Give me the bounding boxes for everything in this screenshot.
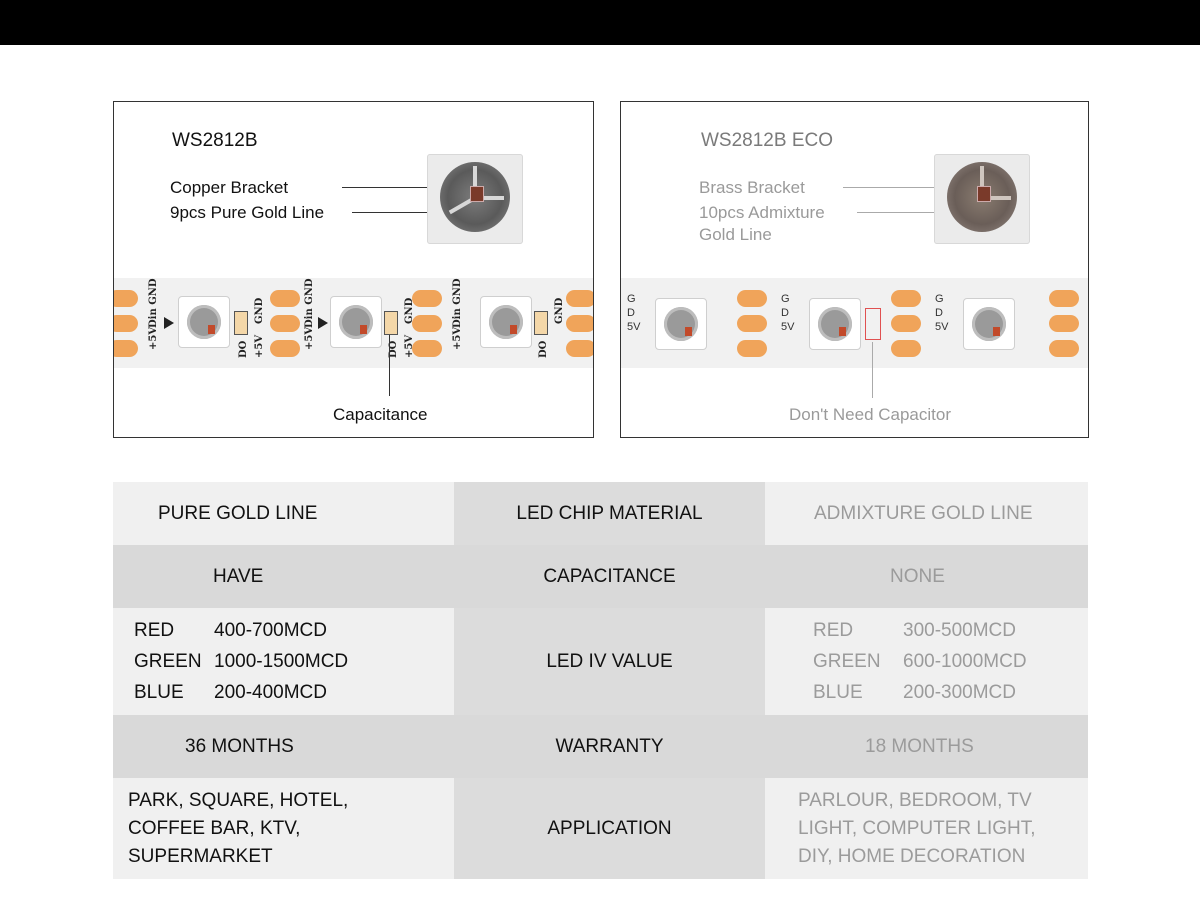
strip-label-din-gnd: Din GND xyxy=(148,278,159,328)
led-strip-closeup: G D 5V G D 5V G D 5V xyxy=(621,278,1088,368)
strip-led xyxy=(330,296,382,348)
strip-label-gnd: GND xyxy=(554,297,565,324)
cell-left: 36 MONTHS xyxy=(113,715,454,778)
chip-well xyxy=(947,162,1017,232)
label-gold-line: 9pcs Pure Gold Line xyxy=(170,203,325,222)
strip-label-gnd: GND xyxy=(254,297,265,324)
callout-no-capacitor: Don't Need Capacitor xyxy=(789,405,951,424)
cell-right: NONE xyxy=(765,545,1088,608)
led-strip-closeup: +5V Din GND DO GND +5V +5V Din GND DO GN… xyxy=(114,278,593,368)
callout-leader xyxy=(872,342,873,398)
panel-title: WS2812B ECO xyxy=(701,130,833,151)
strip-led xyxy=(655,298,707,350)
label-admixture: 10pcs Admixture xyxy=(699,203,825,222)
strip-label-din-gnd: Din GND xyxy=(452,278,463,328)
strip-label-do: DO xyxy=(538,340,549,358)
leader-line xyxy=(352,212,452,213)
strip-led xyxy=(480,296,532,348)
strip-led xyxy=(963,298,1015,350)
table-row: PURE GOLD LINE LED CHIP MATERIAL ADMIXTU… xyxy=(113,482,1088,545)
cell-center: APPLICATION xyxy=(454,778,765,879)
cell-center: WARRANTY xyxy=(454,715,765,778)
cell-left: PARK, SQUARE, HOTEL, COFFEE BAR, KTV, SU… xyxy=(113,778,454,879)
cell-left: PURE GOLD LINE xyxy=(113,482,454,545)
table-row: 36 MONTHS WARRANTY 18 MONTHS xyxy=(113,715,1088,778)
table-row: PARK, SQUARE, HOTEL, COFFEE BAR, KTV, SU… xyxy=(113,778,1088,879)
strip-label-plus5v: +5V xyxy=(254,334,265,358)
strip-label-v5: +5V xyxy=(452,326,463,350)
cell-right: ADMIXTURE GOLD LINE xyxy=(765,482,1088,545)
ws2812b-panel: WS2812B Copper Bracket 9pcs Pure Gold Li… xyxy=(113,101,594,438)
led-chip-closeup xyxy=(427,154,523,244)
application-list: PARLOUR, BEDROOM, TV LIGHT, COMPUTER LIG… xyxy=(798,789,1036,867)
cell-center: LED CHIP MATERIAL xyxy=(454,482,765,545)
strip-label-din-gnd: Din GND xyxy=(304,278,315,328)
capacitor xyxy=(534,311,548,335)
strip-label-v5: +5V xyxy=(148,326,159,350)
callout-leader xyxy=(389,335,390,396)
pin-labels: G D 5V xyxy=(935,293,949,333)
led-chip-closeup xyxy=(934,154,1030,244)
callout-capacitance: Capacitance xyxy=(333,405,428,424)
label-gold-line: Gold Line xyxy=(699,225,772,244)
application-list: PARK, SQUARE, HOTEL, COFFEE BAR, KTV, SU… xyxy=(128,789,349,867)
pin-labels: G D 5V xyxy=(627,293,641,333)
cell-right: PARLOUR, BEDROOM, TV LIGHT, COMPUTER LIG… xyxy=(765,778,1088,879)
cell-right: 18 MONTHS xyxy=(765,715,1088,778)
ws2812b-eco-panel: WS2812B ECO Brass Bracket 10pcs Admixtur… xyxy=(620,101,1089,438)
strip-led xyxy=(809,298,861,350)
cell-center: LED IV VALUE xyxy=(454,608,765,715)
strip-led xyxy=(178,296,230,348)
label-brass-bracket: Brass Bracket xyxy=(699,178,805,197)
capacitor xyxy=(234,311,248,335)
comparison-table: PURE GOLD LINE LED CHIP MATERIAL ADMIXTU… xyxy=(113,482,1088,879)
direction-arrow-icon xyxy=(318,317,328,329)
label-copper-bracket: Copper Bracket xyxy=(170,178,289,197)
leader-line xyxy=(843,187,938,188)
leader-line xyxy=(857,212,959,213)
strip-label-do: DO xyxy=(238,340,249,358)
direction-arrow-icon xyxy=(164,317,174,329)
cell-center: CAPACITANCE xyxy=(454,545,765,608)
pin-labels: G D 5V xyxy=(781,293,795,333)
leader-line xyxy=(342,187,432,188)
strip-label-v5: +5V xyxy=(304,326,315,350)
missing-capacitor-marker xyxy=(865,308,881,340)
cell-left: HAVE xyxy=(113,545,454,608)
chip-die xyxy=(977,186,991,202)
chip-well xyxy=(440,162,510,232)
table-row: HAVE CAPACITANCE NONE xyxy=(113,545,1088,608)
top-black-bar xyxy=(0,0,1200,45)
panel-title: WS2812B xyxy=(172,130,258,151)
capacitor xyxy=(384,311,398,335)
chip-die xyxy=(470,186,484,202)
